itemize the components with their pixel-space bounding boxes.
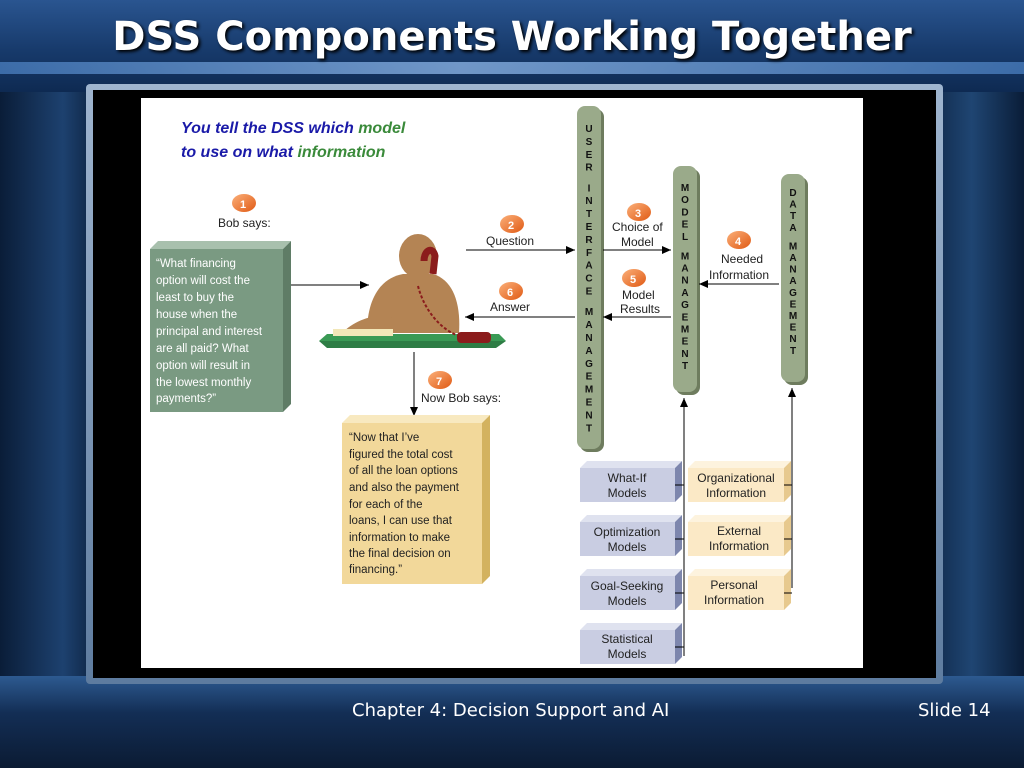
diagram-canvas: You tell the DSS which model to use on w…	[141, 98, 863, 668]
svg-text:Models: Models	[608, 540, 647, 554]
svg-text:Information: Information	[709, 539, 769, 553]
svg-text:4: 4	[735, 236, 742, 248]
step-badge-3: 3	[627, 203, 651, 221]
info-box-personal: Personal Information	[688, 569, 791, 610]
bob-says-label: Bob says:	[218, 216, 271, 230]
info-box-organizational: Organizational Information	[688, 461, 791, 502]
slide-title: DSS Components Working Together	[112, 14, 912, 60]
svg-text:least to buy the: least to buy the	[156, 292, 234, 304]
svg-text:and also the payment: and also the payment	[349, 482, 460, 494]
bob-quote-box: “What financing option will cost the lea…	[150, 241, 291, 412]
svg-text:the final decision on: the final decision on	[349, 548, 451, 560]
svg-text:Goal-Seeking: Goal-Seeking	[591, 579, 664, 593]
needed-information-line1: Needed	[721, 252, 763, 266]
svg-text:for each of the: for each of the	[349, 499, 423, 511]
svg-text:option will cost the: option will cost the	[156, 275, 250, 287]
svg-text:Personal: Personal	[710, 578, 757, 592]
svg-text:principal and interest: principal and interest	[156, 326, 263, 338]
svg-text:Models: Models	[608, 594, 647, 608]
model-results-line1: Model	[622, 288, 655, 302]
svg-text:External: External	[717, 524, 761, 538]
svg-text:option will result in: option will result in	[156, 360, 250, 372]
needed-information-line2: Information	[709, 268, 769, 282]
svg-text:Optimization: Optimization	[594, 525, 661, 539]
title-band	[0, 0, 1024, 92]
model-box-statistical: Statistical Models	[580, 623, 682, 664]
svg-text:house when the: house when the	[156, 309, 237, 321]
svg-text:Organizational: Organizational	[697, 471, 774, 485]
information-boxes: Organizational Information External Info…	[688, 461, 792, 610]
step-badge-5: 5	[622, 269, 646, 287]
model-box-goal-seeking: Goal-Seeking Models	[580, 569, 682, 610]
svg-text:the lowest monthly: the lowest monthly	[156, 377, 251, 389]
footer-chapter: Chapter 4: Decision Support and AI	[352, 700, 670, 721]
left-decor	[0, 92, 90, 692]
svg-text:Information: Information	[706, 486, 766, 500]
svg-text:6: 6	[507, 287, 513, 299]
svg-text:of all the loan options: of all the loan options	[349, 465, 458, 477]
now-bob-says-label: Now Bob says:	[421, 391, 501, 405]
svg-text:figured the total cost: figured the total cost	[349, 449, 453, 461]
step-badge-1: 1	[232, 194, 256, 212]
headline-line-1: You tell the DSS which model	[181, 120, 406, 137]
answer-label: Answer	[490, 300, 530, 314]
svg-text:5: 5	[630, 274, 636, 286]
svg-text:Models: Models	[608, 647, 647, 661]
svg-text:What-If: What-If	[608, 471, 647, 485]
svg-text:are all paid? What: are all paid? What	[156, 343, 249, 355]
svg-text:3: 3	[635, 208, 641, 220]
svg-text:loans, I can use that: loans, I can use that	[349, 515, 453, 527]
step-badge-7: 7	[428, 371, 452, 389]
bob-figure-icon	[319, 234, 506, 348]
svg-text:Statistical: Statistical	[601, 632, 652, 646]
title-accent-line	[0, 62, 1024, 74]
step-badge-4: 4	[727, 231, 751, 249]
bob-quote-text: “What financing option will cost the lea…	[156, 258, 263, 405]
choice-of-model-line2: Model	[621, 235, 654, 249]
dss-diagram: You tell the DSS which model to use on w…	[150, 106, 808, 664]
svg-text:“What financing: “What financing	[156, 258, 236, 270]
footer-band	[0, 676, 1024, 768]
info-box-external: External Information	[688, 515, 791, 556]
step-badge-6: 6	[499, 282, 523, 300]
right-decor	[929, 92, 1024, 692]
model-box-what-if: What-If Models	[580, 461, 682, 502]
svg-text:information to make: information to make	[349, 532, 450, 544]
model-box-optimization: Optimization Models	[580, 515, 682, 556]
choice-of-model-line1: Choice of	[612, 220, 663, 234]
headline-line-2: to use on what information	[181, 144, 386, 161]
svg-text:financing.”: financing.”	[349, 564, 402, 576]
footer-slide-number: Slide 14	[918, 700, 991, 721]
decision-quote-box: “Now that I’ve figured the total cost of…	[342, 415, 490, 584]
svg-text:Models: Models	[608, 486, 647, 500]
model-boxes: What-If Models Optimization Models Goal-…	[580, 461, 684, 664]
svg-text:Information: Information	[704, 593, 764, 607]
question-label: Question	[486, 234, 534, 248]
model-results-line2: Results	[620, 302, 660, 316]
svg-text:payments?”: payments?”	[156, 393, 216, 405]
svg-text:2: 2	[508, 220, 514, 232]
svg-text:“Now that I’ve: “Now that I’ve	[349, 432, 419, 444]
decision-quote-text: “Now that I’ve figured the total cost of…	[349, 432, 460, 576]
svg-text:7: 7	[436, 376, 442, 388]
svg-text:1: 1	[240, 199, 246, 211]
step-badge-2: 2	[500, 215, 524, 233]
